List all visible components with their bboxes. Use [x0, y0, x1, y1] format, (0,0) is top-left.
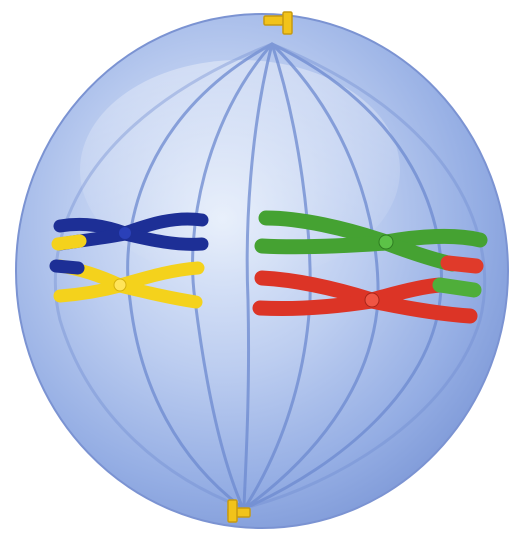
cell-division-diagram — [0, 0, 519, 534]
cell-illustration — [0, 0, 519, 534]
